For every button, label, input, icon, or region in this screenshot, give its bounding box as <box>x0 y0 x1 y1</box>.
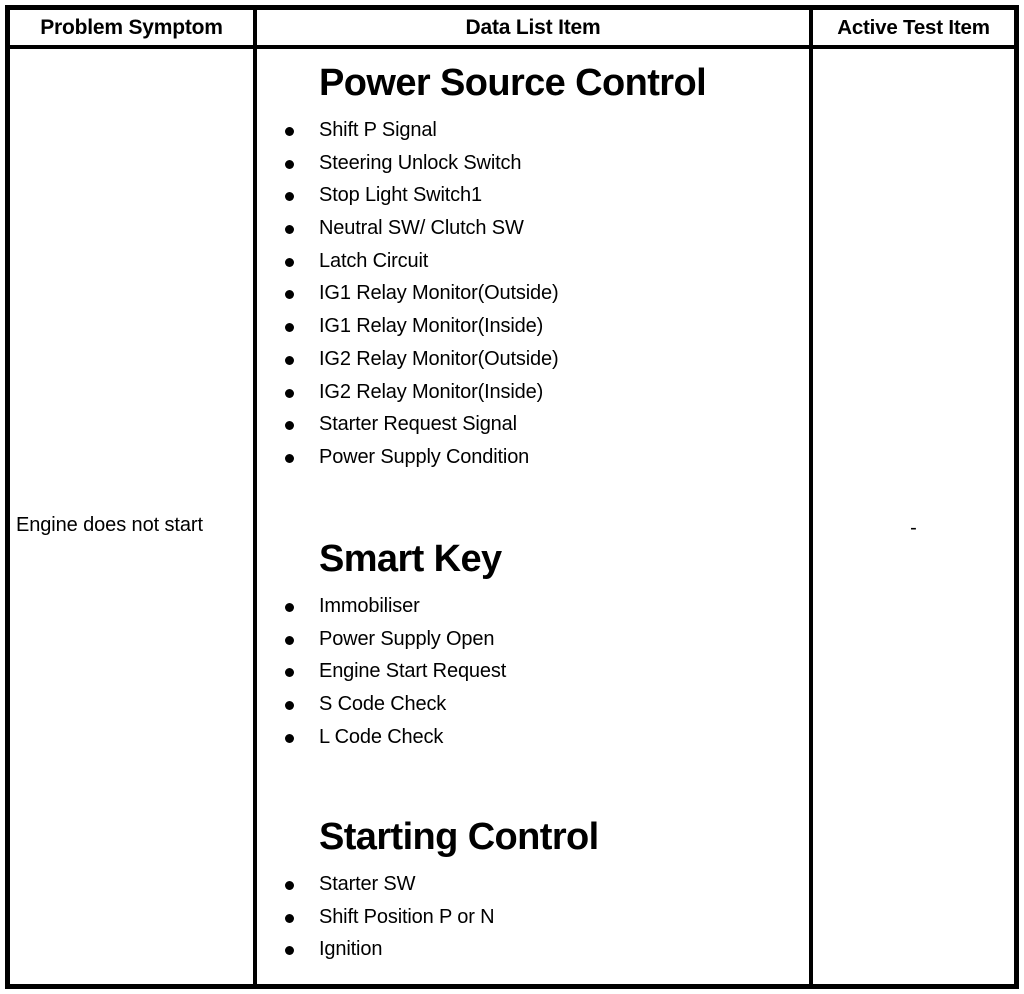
list-item: Power Supply Condition <box>257 441 809 474</box>
diagnostic-data-table: Problem Symptom Data List Item Active Te… <box>5 5 1019 989</box>
list-item: Steering Unlock Switch <box>257 147 809 180</box>
bullet-icon <box>285 225 294 235</box>
data-list-section-starting-control: Starting Control Starter SW Shift Positi… <box>257 814 809 966</box>
active-test-item-text: - <box>910 517 917 539</box>
list-item: Latch Circuit <box>257 245 809 278</box>
list-item: Neutral SW/ Clutch SW <box>257 212 809 245</box>
list-item: Shift Position P or N <box>257 901 809 934</box>
body-column-divider-2 <box>809 49 813 984</box>
bullet-icon <box>285 453 294 463</box>
list-item: L Code Check <box>257 721 809 754</box>
list-item-label: S Code Check <box>319 693 447 716</box>
bullet-icon <box>285 388 294 398</box>
data-list-items: Starter SW Shift Position P or N Ignitio… <box>257 868 809 966</box>
list-item: IG1 Relay Monitor(Outside) <box>257 277 809 310</box>
list-item-label: Latch Circuit <box>319 249 429 272</box>
header-column-divider-2 <box>809 10 813 45</box>
cell-active-test-item: - <box>813 49 1014 984</box>
bullet-icon <box>285 159 294 169</box>
list-item-label: Immobiliser <box>319 595 420 617</box>
problem-symptom-text: Engine does not start <box>16 514 203 536</box>
bullet-icon <box>285 257 294 267</box>
bullet-icon <box>285 946 294 956</box>
table-row: Engine does not start Power Source Contr… <box>10 49 1014 984</box>
data-list-section-power-source-control: Power Source Control Shift P Signal Stee… <box>257 60 809 474</box>
bullet-icon <box>285 881 294 890</box>
bullet-icon <box>285 733 294 743</box>
list-item: Shift P Signal <box>257 114 809 147</box>
data-list-section-smart-key: Smart Key Immobiliser Power Supply Open … <box>257 536 809 753</box>
list-item-label: L Code Check <box>319 725 444 748</box>
bullet-icon <box>285 355 294 365</box>
data-list-items: Immobiliser Power Supply Open Engine Sta… <box>257 590 809 753</box>
bullet-icon <box>285 913 294 923</box>
list-item-label: Engine Start Request <box>319 660 507 683</box>
list-item-label: Steering Unlock Switch <box>319 151 522 174</box>
section-title: Starting Control <box>319 816 599 858</box>
bullet-icon <box>285 701 294 711</box>
section-title: Smart Key <box>319 538 502 580</box>
list-item-label: Ignition <box>319 938 383 961</box>
header-column-divider-1 <box>253 10 257 45</box>
column-header-problem-symptom: Problem Symptom <box>40 15 223 39</box>
section-title: Power Source Control <box>319 62 707 104</box>
column-header-active-test-item: Active Test Item <box>837 15 990 39</box>
list-item-label: Neutral SW/ Clutch SW <box>319 217 524 240</box>
body-column-divider-1 <box>253 49 257 984</box>
list-item: IG2 Relay Monitor(Inside) <box>257 376 809 409</box>
list-item-label: Stop Light Switch1 <box>319 184 482 207</box>
bullet-icon <box>285 668 294 678</box>
table-header-row: Problem Symptom Data List Item Active Te… <box>10 10 1014 49</box>
bullet-icon <box>285 127 294 136</box>
list-item: S Code Check <box>257 688 809 721</box>
list-item: Stop Light Switch1 <box>257 179 809 212</box>
cell-problem-symptom: Engine does not start <box>10 49 253 984</box>
list-item-label: Power Supply Open <box>319 627 495 650</box>
list-item: Starter Request Signal <box>257 408 809 441</box>
bullet-icon <box>285 421 294 431</box>
list-item-label: IG2 Relay Monitor(Outside) <box>319 347 559 370</box>
list-item: IG2 Relay Monitor(Outside) <box>257 343 809 376</box>
bullet-icon <box>285 290 294 300</box>
data-list-items: Shift P Signal Steering Unlock Switch St… <box>257 114 809 474</box>
column-header-data-list-item: Data List Item <box>465 15 601 39</box>
list-item: Power Supply Open <box>257 623 809 656</box>
bullet-icon <box>285 323 294 333</box>
list-item-label: IG2 Relay Monitor(Inside) <box>319 380 544 403</box>
list-item-label: Shift P Signal <box>319 119 437 141</box>
bullet-icon <box>285 192 294 202</box>
list-item: Ignition <box>257 933 809 966</box>
list-item-label: IG1 Relay Monitor(Outside) <box>319 282 559 305</box>
list-item-label: IG1 Relay Monitor(Inside) <box>319 315 544 338</box>
list-item-label: Starter Request Signal <box>319 413 517 436</box>
list-item-label: Shift Position P or N <box>319 905 495 928</box>
list-item: Starter SW <box>257 868 809 901</box>
list-item: IG1 Relay Monitor(Inside) <box>257 310 809 343</box>
cell-data-list-item: Power Source Control Shift P Signal Stee… <box>257 49 809 984</box>
bullet-icon <box>285 603 294 612</box>
list-item: Engine Start Request <box>257 655 809 688</box>
list-item: Immobiliser <box>257 590 809 623</box>
list-item-label: Power Supply Condition <box>319 445 530 468</box>
list-item-label: Starter SW <box>319 873 416 895</box>
bullet-icon <box>285 635 294 645</box>
